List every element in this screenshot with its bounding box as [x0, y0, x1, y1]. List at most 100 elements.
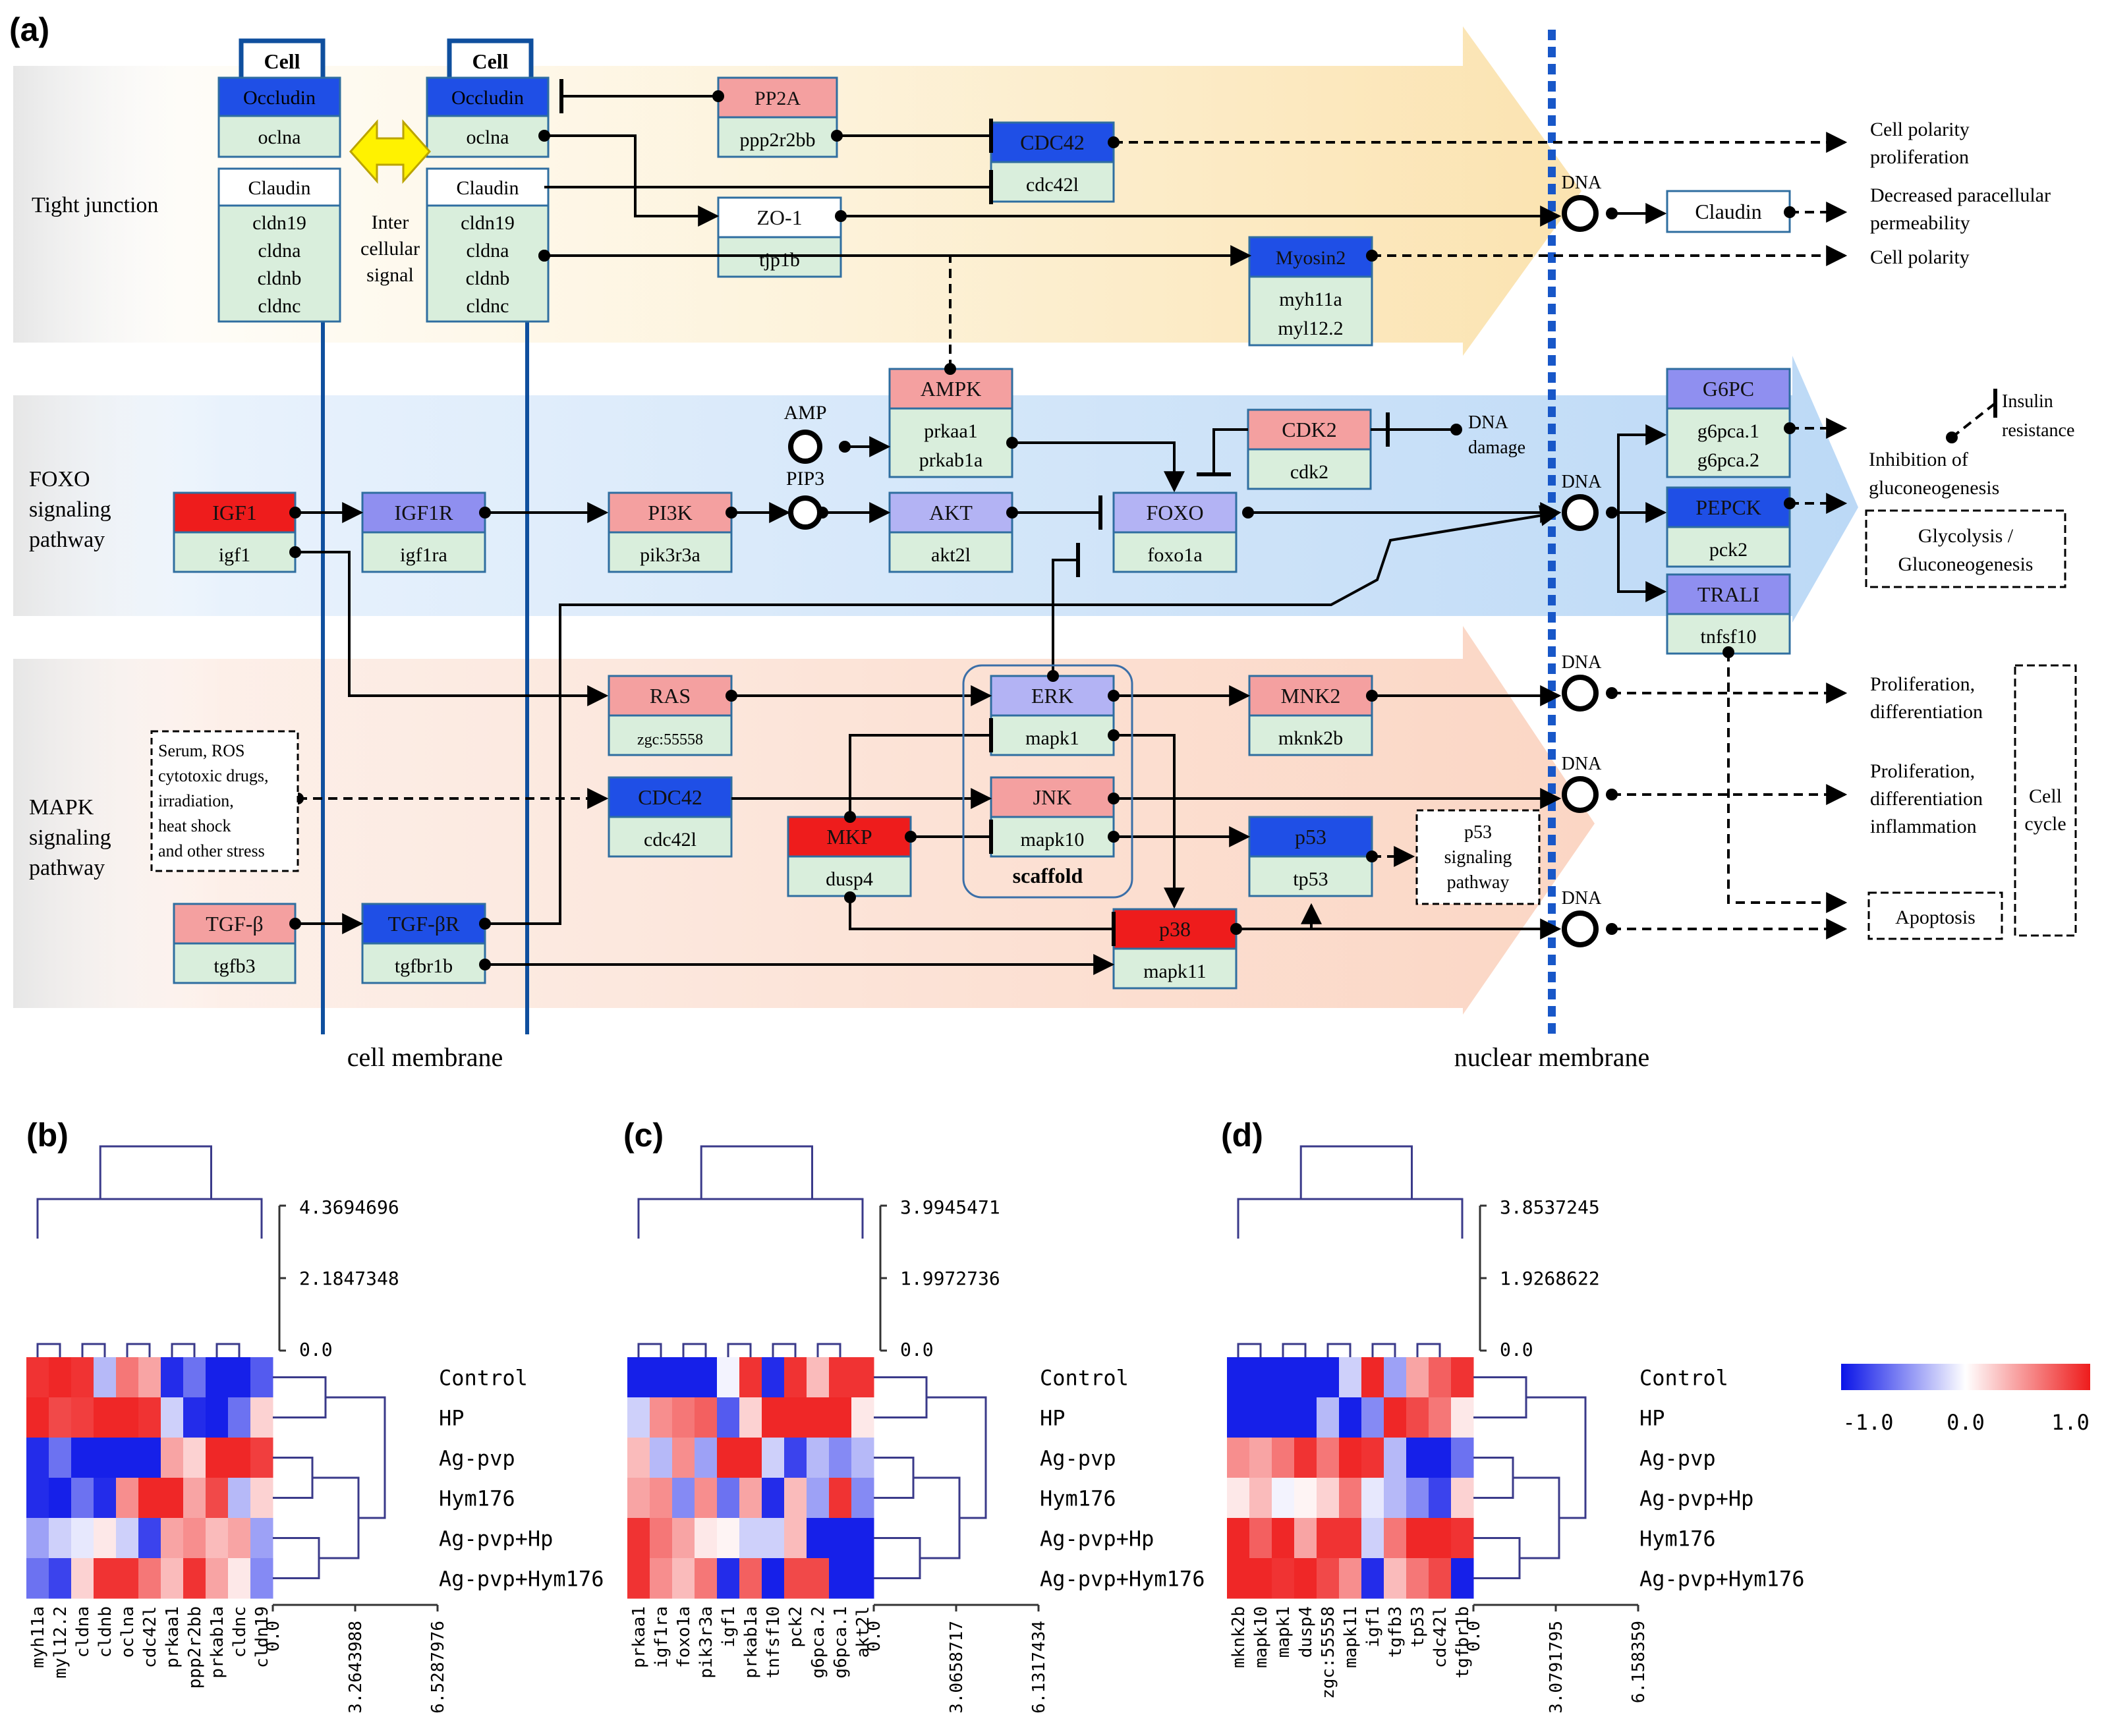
- heatmap-cell: [695, 1478, 718, 1519]
- mkp-protein-label: MKP: [826, 825, 872, 849]
- svg-text:scaffold: scaffold: [1013, 864, 1083, 887]
- heatmap-cell: [183, 1438, 206, 1478]
- column-label: cdc42l: [1431, 1606, 1450, 1668]
- edge: [849, 897, 1114, 930]
- row-label: Control: [439, 1366, 528, 1391]
- cdc42-top-protein-label: CDC42: [1020, 130, 1085, 154]
- outcome-proliferation-inflammation: Proliferation, differentiation inflammat…: [1870, 760, 1983, 837]
- heatmap-cell: [1227, 1478, 1250, 1519]
- heatmap-cell: [807, 1397, 830, 1438]
- column-label: cldnb: [96, 1606, 115, 1658]
- heatmap-cell: [138, 1438, 161, 1478]
- legend-mid: 0.0: [1947, 1410, 1985, 1435]
- svg-text:Glycolysis /: Glycolysis /: [1918, 525, 2014, 547]
- jnk-gene-0: mapk10: [1021, 829, 1085, 851]
- column-label: prkab1a: [741, 1606, 761, 1679]
- heatmap-cell: [250, 1438, 273, 1478]
- heatmap-cell: [1294, 1397, 1317, 1438]
- cdc42-mid-protein-label: CDC42: [638, 785, 702, 809]
- heatmap-cell: [807, 1518, 830, 1559]
- heatmap-cell: [1249, 1397, 1272, 1438]
- svg-text:Apoptosis: Apoptosis: [1895, 907, 1976, 928]
- svg-text:Insulin: Insulin: [2002, 391, 2053, 412]
- heatmap-cell: [672, 1357, 695, 1398]
- row-dendrogram: [874, 1376, 987, 1579]
- heatmap-cell: [1361, 1438, 1384, 1478]
- heatmap-cell: [1429, 1558, 1452, 1599]
- legend-gradient: [1841, 1364, 2090, 1390]
- edge: [1727, 652, 1848, 913]
- row-dendrogram: [1473, 1376, 1587, 1579]
- heatmap-cell: [228, 1518, 251, 1559]
- svg-text:and other stress: and other stress: [158, 841, 265, 860]
- heatmap-cell: [1294, 1558, 1317, 1599]
- column-label: akt2l: [853, 1606, 873, 1658]
- heatmap-cell: [1451, 1558, 1474, 1599]
- svg-text:Cell: Cell: [2029, 785, 2062, 807]
- column-label: foxo1a: [674, 1606, 694, 1668]
- svg-text:Cell: Cell: [264, 49, 300, 73]
- heatmap-cell: [1317, 1438, 1340, 1478]
- cell-left: Cell: [239, 38, 326, 78]
- g6pc-gene-0: g6pca.1: [1697, 420, 1759, 442]
- heatmap-cell: [206, 1438, 229, 1478]
- g6pc-gene-1: g6pca.2: [1697, 449, 1759, 471]
- column-label: mapk11: [1341, 1606, 1361, 1668]
- heatmap-cell: [1451, 1518, 1474, 1559]
- dna-label: DNA: [1562, 652, 1602, 673]
- heatmap-cell: [206, 1357, 229, 1398]
- myosin2-protein-label: Myosin2: [1276, 247, 1346, 269]
- heatmap-cell: [1272, 1518, 1295, 1559]
- column-label: cldnc: [230, 1606, 250, 1658]
- heatmap-cell: [807, 1558, 830, 1599]
- heatmap-cell: [206, 1558, 229, 1599]
- heatmap-cell: [784, 1397, 807, 1438]
- column-label: g6pca.2: [809, 1606, 828, 1679]
- heatmap-cell: [695, 1438, 718, 1478]
- heatmap-cell: [94, 1478, 117, 1519]
- dna-node-2: DNA: [1562, 652, 1602, 712]
- tgfbr-protein-label: TGF-βR: [388, 912, 460, 936]
- outcome-cell-cycle-box: Cell cycle: [2014, 664, 2077, 937]
- heatmap-cell: [116, 1397, 139, 1438]
- column-label: tgfb3: [1386, 1606, 1406, 1658]
- heatmap-cell: [1406, 1478, 1429, 1519]
- mkp-gene-0: dusp4: [826, 868, 873, 890]
- heatmap-cell: [695, 1397, 718, 1438]
- edge: [1114, 734, 1185, 909]
- column-label: tp53: [1408, 1606, 1428, 1648]
- heatmap-cell: [94, 1518, 117, 1559]
- heatmap-cell: [1294, 1478, 1317, 1519]
- dna-label: DNA: [1562, 472, 1602, 492]
- oclna-label: oclna: [258, 126, 301, 148]
- heatmap-cell: [138, 1518, 161, 1559]
- heatmap-cell: [717, 1397, 740, 1438]
- heatmap-cell: [1272, 1558, 1295, 1599]
- heatmap-cell: [1429, 1478, 1452, 1519]
- top-scale-tick: 1.9972736: [900, 1268, 1000, 1289]
- heatmap-cell: [650, 1558, 673, 1599]
- dna-damage-label: DNA damage: [1468, 412, 1525, 458]
- edge: [1950, 402, 1997, 439]
- column-label: igf1ra: [652, 1606, 671, 1668]
- column-label: cldn19: [252, 1606, 272, 1668]
- heatmap-cell: [650, 1478, 673, 1519]
- heatmap-cell: [49, 1438, 72, 1478]
- row-label: Ag-pvp+Hp: [1040, 1526, 1154, 1552]
- outcome-glycolysis-box: Glycolysis / Gluconeogenesis: [1865, 509, 2066, 588]
- column-label: ppp2r2bb: [185, 1606, 205, 1689]
- heatmap-cell: [650, 1438, 673, 1478]
- side-scale-tick: 3.0658717: [947, 1621, 967, 1714]
- heatmap-cell: [1384, 1397, 1407, 1438]
- heatmap-cell: [851, 1438, 874, 1478]
- heatmap-cell: [1429, 1397, 1452, 1438]
- svg-text:Inhibition of: Inhibition of: [1869, 449, 1968, 470]
- column-label: zgc:55558: [1319, 1606, 1338, 1699]
- heatmap-cell: [1361, 1357, 1384, 1398]
- row-label: Hym176: [1040, 1486, 1116, 1511]
- heatmap-cell: [1294, 1438, 1317, 1478]
- heatmap-cell: [851, 1478, 874, 1519]
- top-scale-tick: 1.9268622: [1500, 1268, 1600, 1289]
